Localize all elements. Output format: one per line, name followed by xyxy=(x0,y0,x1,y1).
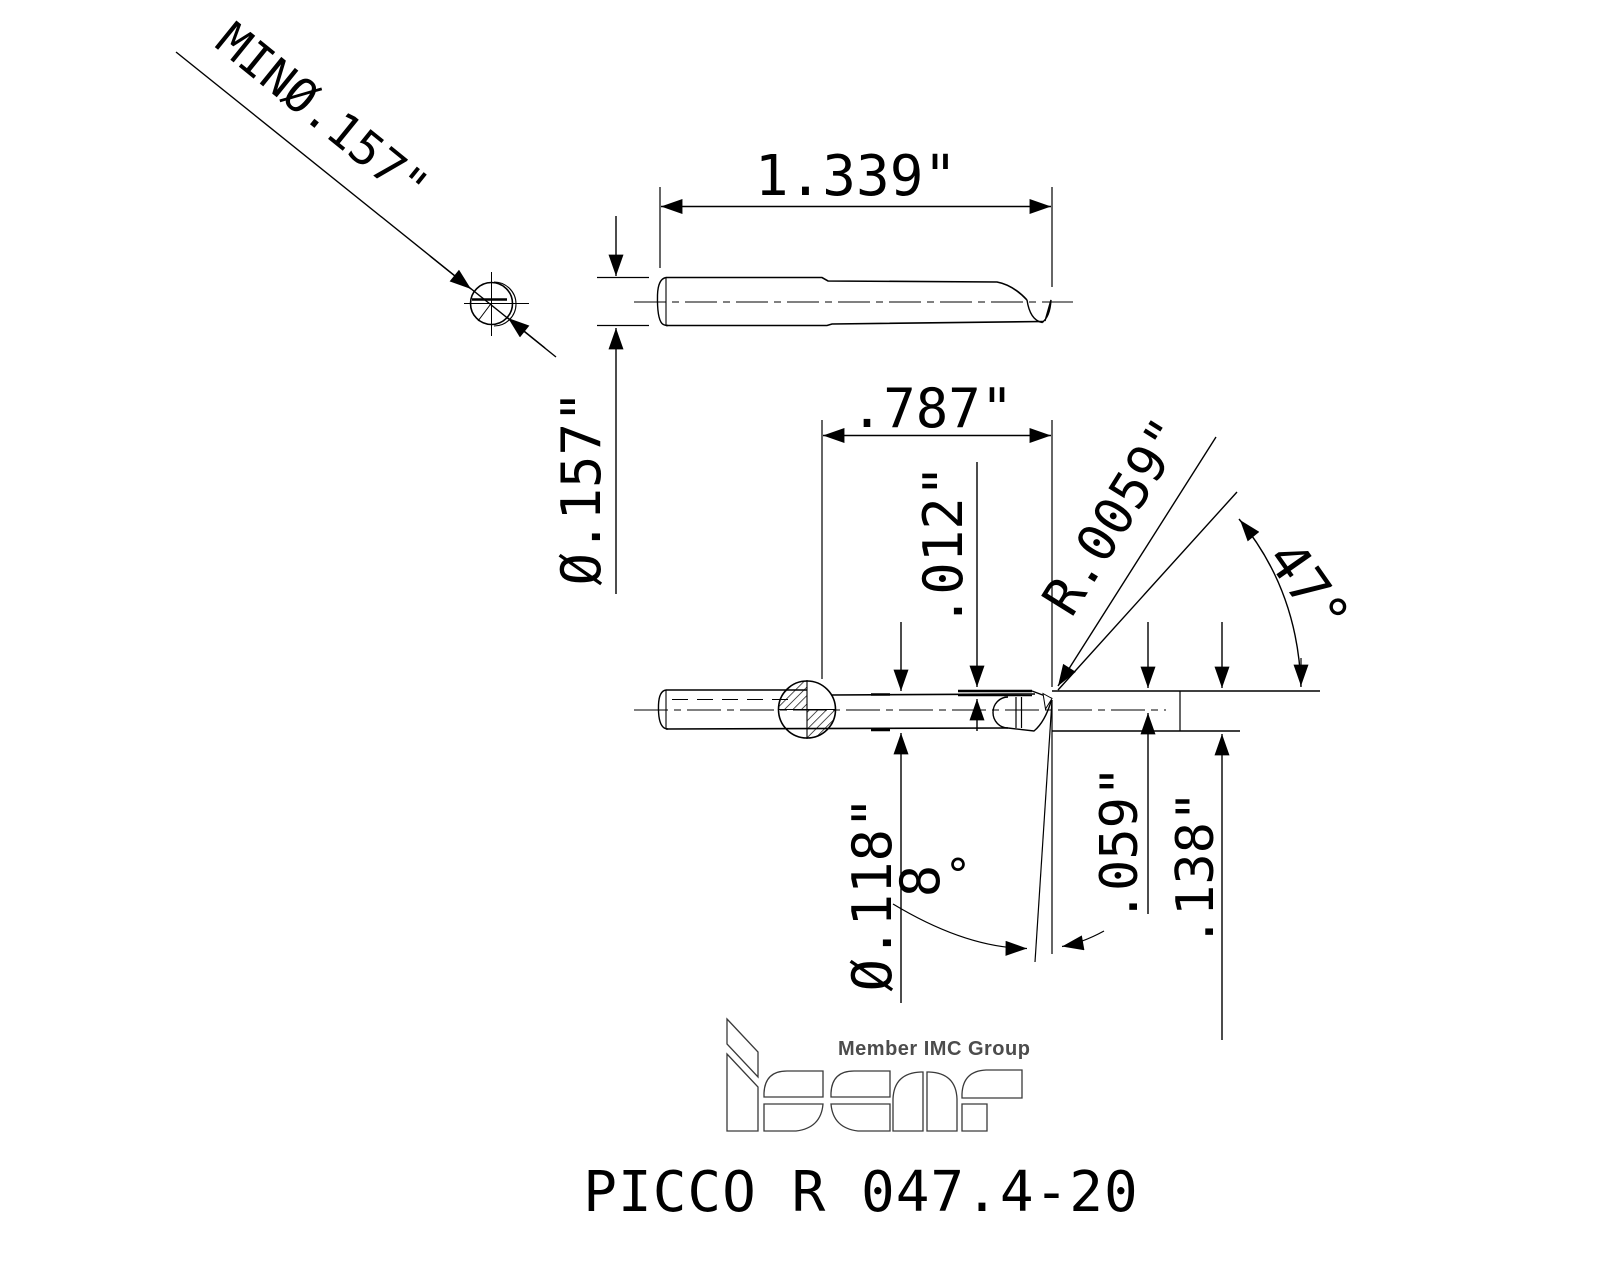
dim-reach-length: .787" xyxy=(850,377,1014,440)
end-view-flute-line xyxy=(477,304,491,322)
arc-arrow xyxy=(1239,519,1260,542)
angle-arc-8-left xyxy=(892,903,1028,956)
side-view xyxy=(597,187,1073,594)
logo-a-left xyxy=(892,1071,924,1132)
logo-r-square xyxy=(961,1103,988,1132)
tool-tip-pocket xyxy=(1026,299,1052,324)
dim-relief-angle-unit: ° xyxy=(944,850,972,901)
logo-i-bottom xyxy=(726,1052,759,1132)
dim-shank-diameter: Ø.157" xyxy=(550,390,613,586)
tool-top-edge xyxy=(666,276,1028,301)
member-imc-group-text: Member IMC Group xyxy=(838,1038,1031,1060)
logo-i-top xyxy=(726,1017,759,1079)
dim-tip-depth: .138" xyxy=(1166,790,1226,948)
dim-center-height: .059" xyxy=(1090,765,1150,923)
tip-facet-triangle xyxy=(1042,692,1053,711)
tool-left-cap xyxy=(656,276,669,327)
min-dia-arrow-upper xyxy=(429,255,472,290)
shank-left-cap xyxy=(657,689,669,730)
logo-s-bottom xyxy=(763,1103,824,1132)
angle-arc-8-right xyxy=(1061,930,1105,951)
body-bottom-edge xyxy=(665,727,1009,730)
dim-edge-offset: .012" xyxy=(912,464,975,628)
radius-leader xyxy=(1057,436,1217,687)
min-dia-arrow-lower xyxy=(507,317,546,349)
end-view xyxy=(175,51,557,358)
tip-bottom-edge xyxy=(1007,699,1053,732)
tool-bottom-edge xyxy=(666,320,1045,327)
logo-a-right xyxy=(926,1071,958,1132)
logo-r-bar xyxy=(961,1069,1023,1099)
logo-s-top xyxy=(763,1070,824,1098)
iscar-logo xyxy=(726,1017,1023,1132)
main-view xyxy=(634,420,1320,1040)
logo-c-top xyxy=(830,1070,891,1098)
relief-slant-line xyxy=(1034,699,1053,963)
dim-overall-length: 1.339" xyxy=(754,144,958,209)
lead-angle-flank-line xyxy=(1057,491,1238,691)
logo-c-bottom xyxy=(830,1103,891,1132)
part-number-title: PICCO R 047.4-20 xyxy=(583,1160,1139,1225)
dim-relief-angle-value: 8 xyxy=(889,864,952,898)
head-arc xyxy=(992,696,1009,729)
min-dia-leader-line xyxy=(175,51,557,358)
body-top-edge xyxy=(830,693,1036,696)
